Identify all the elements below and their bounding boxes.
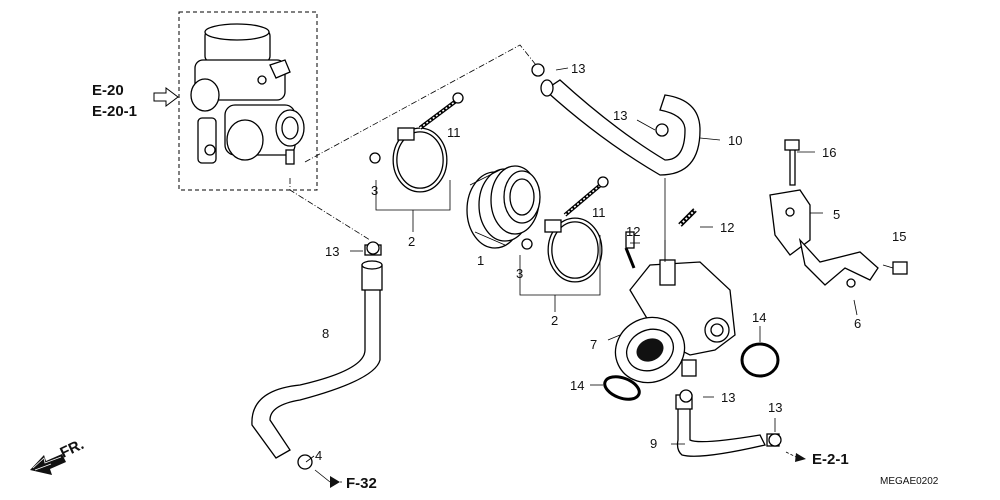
diagram-code: MEGAE0202: [880, 476, 939, 487]
callout-13-hose10: 13: [613, 108, 627, 123]
carburetor-insulator: [466, 165, 541, 249]
callout-12-left: 12: [626, 224, 640, 239]
callout-12-right: 12: [720, 220, 734, 235]
callout-10: 10: [728, 133, 742, 148]
o-ring-14-left: [603, 375, 641, 401]
carburetor-assembly: [178, 11, 318, 191]
hose-10: [540, 79, 701, 260]
callout-13-hose9: 13: [721, 390, 735, 405]
callout-9: 9: [650, 436, 657, 451]
callout-2-lower: 2: [551, 313, 558, 328]
ref-arrow-e21: E-2-1: [785, 451, 849, 468]
ref-e2-1: E-2-1: [812, 451, 849, 468]
intake-manifold: [614, 240, 736, 384]
callout-13-right: 13: [768, 400, 782, 415]
callout-2-upper: 2: [408, 234, 415, 249]
callout-3-lower: 3: [516, 266, 523, 281]
callout-7: 7: [590, 337, 597, 352]
ref-f32: F-32: [346, 475, 377, 492]
callout-1: 1: [477, 253, 484, 268]
callout-4: 4: [315, 448, 322, 463]
callout-11-lower: 11: [592, 205, 606, 220]
callout-16: 16: [822, 145, 836, 160]
hose-8: [251, 244, 383, 459]
ref-e20: E-20: [92, 82, 124, 99]
bracket-assembly: [769, 139, 908, 288]
ref-arrow-f32: F-32: [330, 475, 377, 492]
clamp-band-upper: [369, 92, 464, 193]
callout-8: 8: [322, 326, 329, 341]
callout-11-upper: 11: [447, 125, 461, 140]
ref-e20-1: E-20-1: [92, 103, 137, 120]
callout-6: 6: [854, 316, 861, 331]
callout-13-top: 13: [571, 61, 585, 76]
ref-arrow-e20: E-20 E-20-1: [92, 82, 179, 120]
callout-3-upper: 3: [371, 183, 378, 198]
o-ring-14-right: [740, 342, 780, 378]
front-direction-arrow: FR.: [30, 436, 87, 475]
callout-13-hose8: 13: [325, 244, 339, 259]
callout-5: 5: [833, 207, 840, 222]
fr-label: FR.: [58, 436, 87, 462]
callout-15: 15: [892, 229, 906, 244]
callout-14-right: 14: [752, 310, 766, 325]
callout-14-left: 14: [570, 378, 584, 393]
